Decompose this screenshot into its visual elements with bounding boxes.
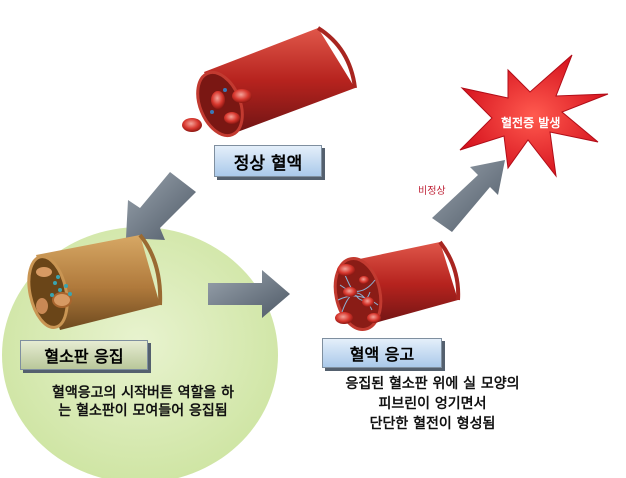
- blood-coagulation-label: 혈액 응고: [322, 338, 442, 368]
- normal-blood-label-text: 정상 혈액: [233, 153, 303, 174]
- normal-vessel-illustration: [182, 26, 357, 138]
- platelet-description-line: 는 혈소판이 모여들어 응집됨: [58, 403, 228, 419]
- abnormal-note: 비정상: [418, 186, 446, 197]
- arrow-platelet-to-coagulation: [208, 270, 290, 318]
- platelet-aggregation-label-text: 혈소판 응집: [44, 347, 124, 366]
- platelet-aggregation-label: 혈소판 응집: [20, 340, 148, 370]
- thrombosis-starburst: [459, 54, 609, 178]
- arrow-normal-to-platelet: [126, 172, 196, 240]
- coagulation-description-line: 응집된 혈소판 위에 실 모양의: [345, 376, 520, 392]
- coagulation-description-line: 피브린이 엉기면서: [378, 396, 487, 412]
- normal-blood-label: 정상 혈액: [214, 145, 322, 177]
- arrow-coagulation-to-thrombosis: [432, 160, 505, 232]
- thrombosis-label: 혈전증 발생: [501, 116, 561, 130]
- platelet-vessel-illustration: [27, 233, 163, 330]
- coagulation-vessel-illustration: [333, 240, 461, 332]
- blood-coagulation-label-text: 혈액 응고: [349, 345, 415, 364]
- platelet-description: 혈액응고의 시작버튼 역할을 하 는 혈소판이 모여들어 응집됨: [8, 384, 278, 420]
- coagulation-description-line: 단단한 혈전이 형성됨: [369, 416, 496, 432]
- coagulation-description: 응집된 혈소판 위에 실 모양의 피브린이 엉기면서 단단한 혈전이 형성됨: [300, 374, 565, 434]
- platelet-description-line: 혈액응고의 시작버튼 역할을 하: [51, 385, 235, 401]
